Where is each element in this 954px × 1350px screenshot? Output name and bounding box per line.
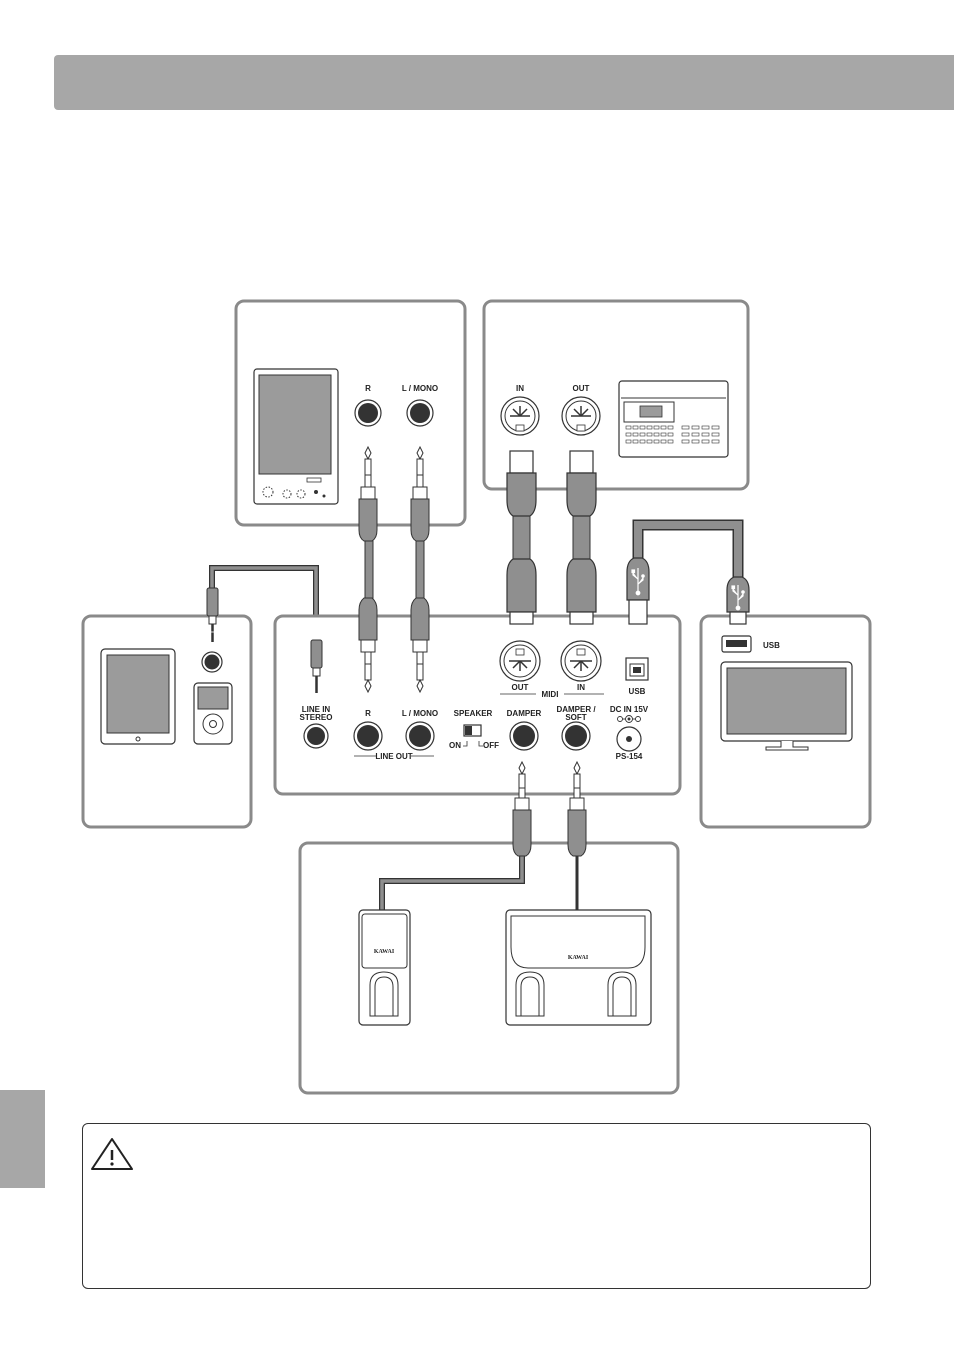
- piano-usb-label: USB: [629, 687, 646, 696]
- usb-port-label: USB: [763, 641, 780, 650]
- line-out-group-label: LINE OUT: [375, 752, 412, 761]
- sustain-pedal-brand: KAWAI: [374, 949, 395, 955]
- amp-jack-r-label: R: [365, 384, 371, 393]
- piano-midi-out-port: [499, 640, 541, 682]
- speaker-switch[interactable]: [463, 724, 483, 747]
- midi-device-out-label: OUT: [573, 384, 590, 393]
- midi-device-in-label: IN: [516, 384, 524, 393]
- ps-model-label: PS-154: [616, 752, 643, 761]
- speaker-cabinet: [253, 368, 339, 505]
- piano-midi-group-label: MIDI: [542, 690, 559, 699]
- trs-plug-piano-r: [358, 597, 378, 694]
- midi-device-out-port: [561, 396, 601, 436]
- sequencer: [618, 380, 729, 458]
- piano-midi-in-label: IN: [577, 683, 585, 692]
- usb-plug-computer: [726, 576, 750, 625]
- speaker-label: SPEAKER: [454, 709, 493, 718]
- caution-box: [82, 1123, 871, 1289]
- piano-midi-in-port: [560, 640, 602, 682]
- trs-plug-damper-soft: [567, 760, 587, 857]
- computer-monitor: [720, 661, 853, 751]
- warning-triangle-icon: [91, 1138, 133, 1170]
- dc-in-label: DC IN 15V: [610, 705, 649, 714]
- music-player: [193, 682, 233, 745]
- pedal-panel: [298, 841, 680, 1095]
- trs-plug-piano-l: [410, 597, 430, 694]
- midi-plug-piano-out: [506, 558, 537, 625]
- usb-trident-icon: [731, 585, 745, 611]
- amp-jack-l-mono-label: L / MONO: [402, 384, 438, 393]
- header-bar: [54, 55, 954, 110]
- piano-usb-b-port: [625, 657, 649, 681]
- midi-plug-piano-in: [566, 558, 597, 625]
- side-tab: [0, 1090, 45, 1188]
- line-out-r-label: R: [365, 709, 371, 718]
- mini-plug-source: [206, 587, 219, 642]
- midi-plug-device-in: [506, 450, 537, 517]
- speaker-off-label: OFF: [483, 741, 499, 750]
- line-in-label-2: STEREO: [300, 713, 333, 722]
- damper-label: DAMPER: [507, 709, 542, 718]
- piano-midi-out-label: OUT: [512, 683, 529, 692]
- damper-soft-label-1: DAMPER /: [556, 705, 596, 714]
- double-pedal-unit: [505, 909, 652, 1026]
- tablet: [100, 648, 176, 745]
- mini-plug-line-in: [310, 639, 323, 693]
- damper-soft-label-2: SOFT: [565, 713, 586, 722]
- line-in-label-1: LINE IN: [302, 705, 331, 714]
- usb-a-port: [721, 635, 752, 653]
- line-out-l-mono-label: L / MONO: [402, 709, 438, 718]
- speaker-on-label: ON: [449, 741, 461, 750]
- trs-plug-amp-l: [410, 445, 430, 542]
- usb-plug-piano: [626, 557, 650, 625]
- midi-plug-device-out: [566, 450, 597, 517]
- double-pedal-brand: KAWAI: [568, 955, 589, 961]
- sustain-pedal: [358, 909, 411, 1026]
- dc-polarity-icon: [617, 715, 641, 723]
- trs-plug-amp-r: [358, 445, 378, 542]
- midi-device-in-port: [500, 396, 540, 436]
- trs-plug-damper: [512, 760, 532, 857]
- usb-trident-icon: [631, 568, 645, 596]
